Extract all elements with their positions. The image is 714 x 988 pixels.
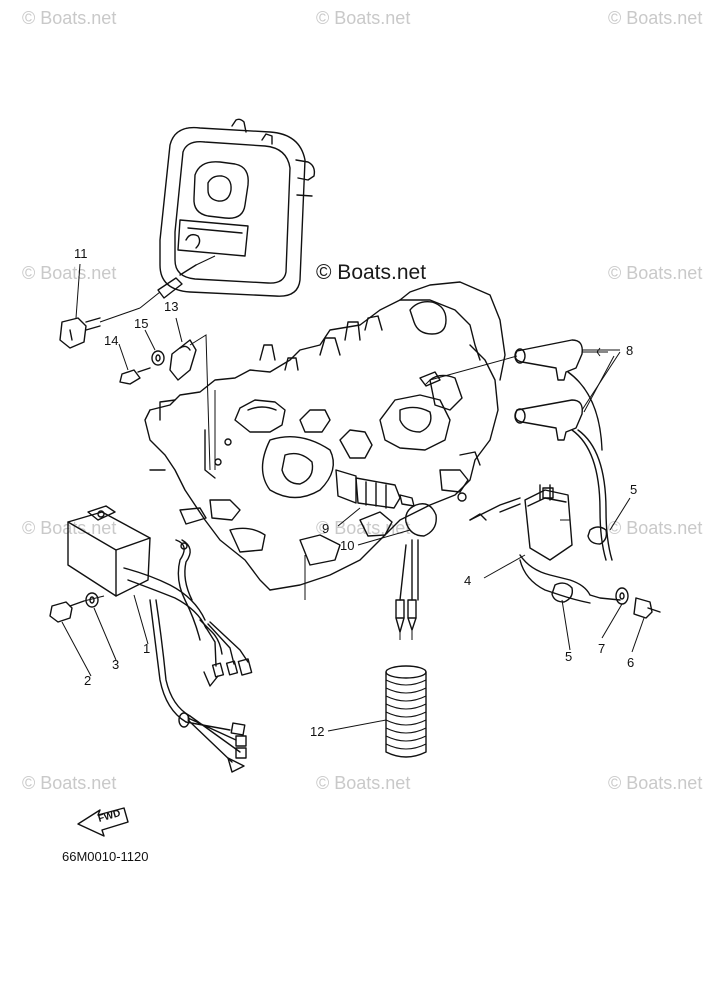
callout-1: 1 [143, 641, 151, 656]
ignition-coil-drawing [469, 484, 621, 604]
bolt-washer-right-drawing [615, 587, 661, 619]
callout-5b: 5 [565, 649, 573, 664]
watermark: © Boats.net [22, 8, 117, 28]
watermark: © Boats.net [316, 773, 411, 793]
callout-9: 9 [322, 521, 330, 536]
spark-plug-caps-drawing [419, 339, 615, 561]
watermark: © Boats.net [608, 518, 703, 538]
callout-2: 2 [84, 673, 92, 688]
callout-10: 10 [340, 538, 355, 553]
callout-8: 8 [626, 343, 634, 358]
callout-6: 6 [627, 655, 635, 670]
callout-5a: 5 [630, 482, 638, 497]
callout-4: 4 [464, 573, 472, 588]
watermark: © Boats.net [608, 8, 703, 28]
callout-14: 14 [104, 333, 119, 348]
watermark: © Boats.net [22, 263, 117, 283]
callout-11: 11 [74, 246, 88, 261]
watermark: © Boats.net [22, 518, 117, 538]
callout-15: 15 [134, 316, 149, 331]
watermark: © Boats.net [608, 773, 703, 793]
cdi-unit-drawing [67, 505, 253, 773]
fwd-arrow-icon [77, 807, 129, 837]
sensor-clamp-drawing [59, 255, 216, 471]
starter-cover-drawing [159, 118, 316, 297]
watermark-main: © Boats.net [316, 261, 427, 284]
callout-13: 13 [164, 299, 179, 314]
diagram-code: 66M0010-1120 [62, 849, 149, 864]
callout-3: 3 [112, 657, 120, 672]
callout-7: 7 [598, 641, 606, 656]
callout-leaders [61, 263, 645, 732]
engine-block-drawing [144, 281, 506, 600]
watermark: © Boats.net [608, 263, 703, 283]
watermark: © Boats.net [22, 773, 117, 793]
pressure-switch-drawing [335, 469, 437, 640]
watermark: © Boats.net [316, 8, 411, 28]
bolt-washer-left-drawing [49, 592, 105, 623]
callout-12: 12 [310, 724, 325, 739]
spring-hose-drawing [385, 665, 427, 758]
